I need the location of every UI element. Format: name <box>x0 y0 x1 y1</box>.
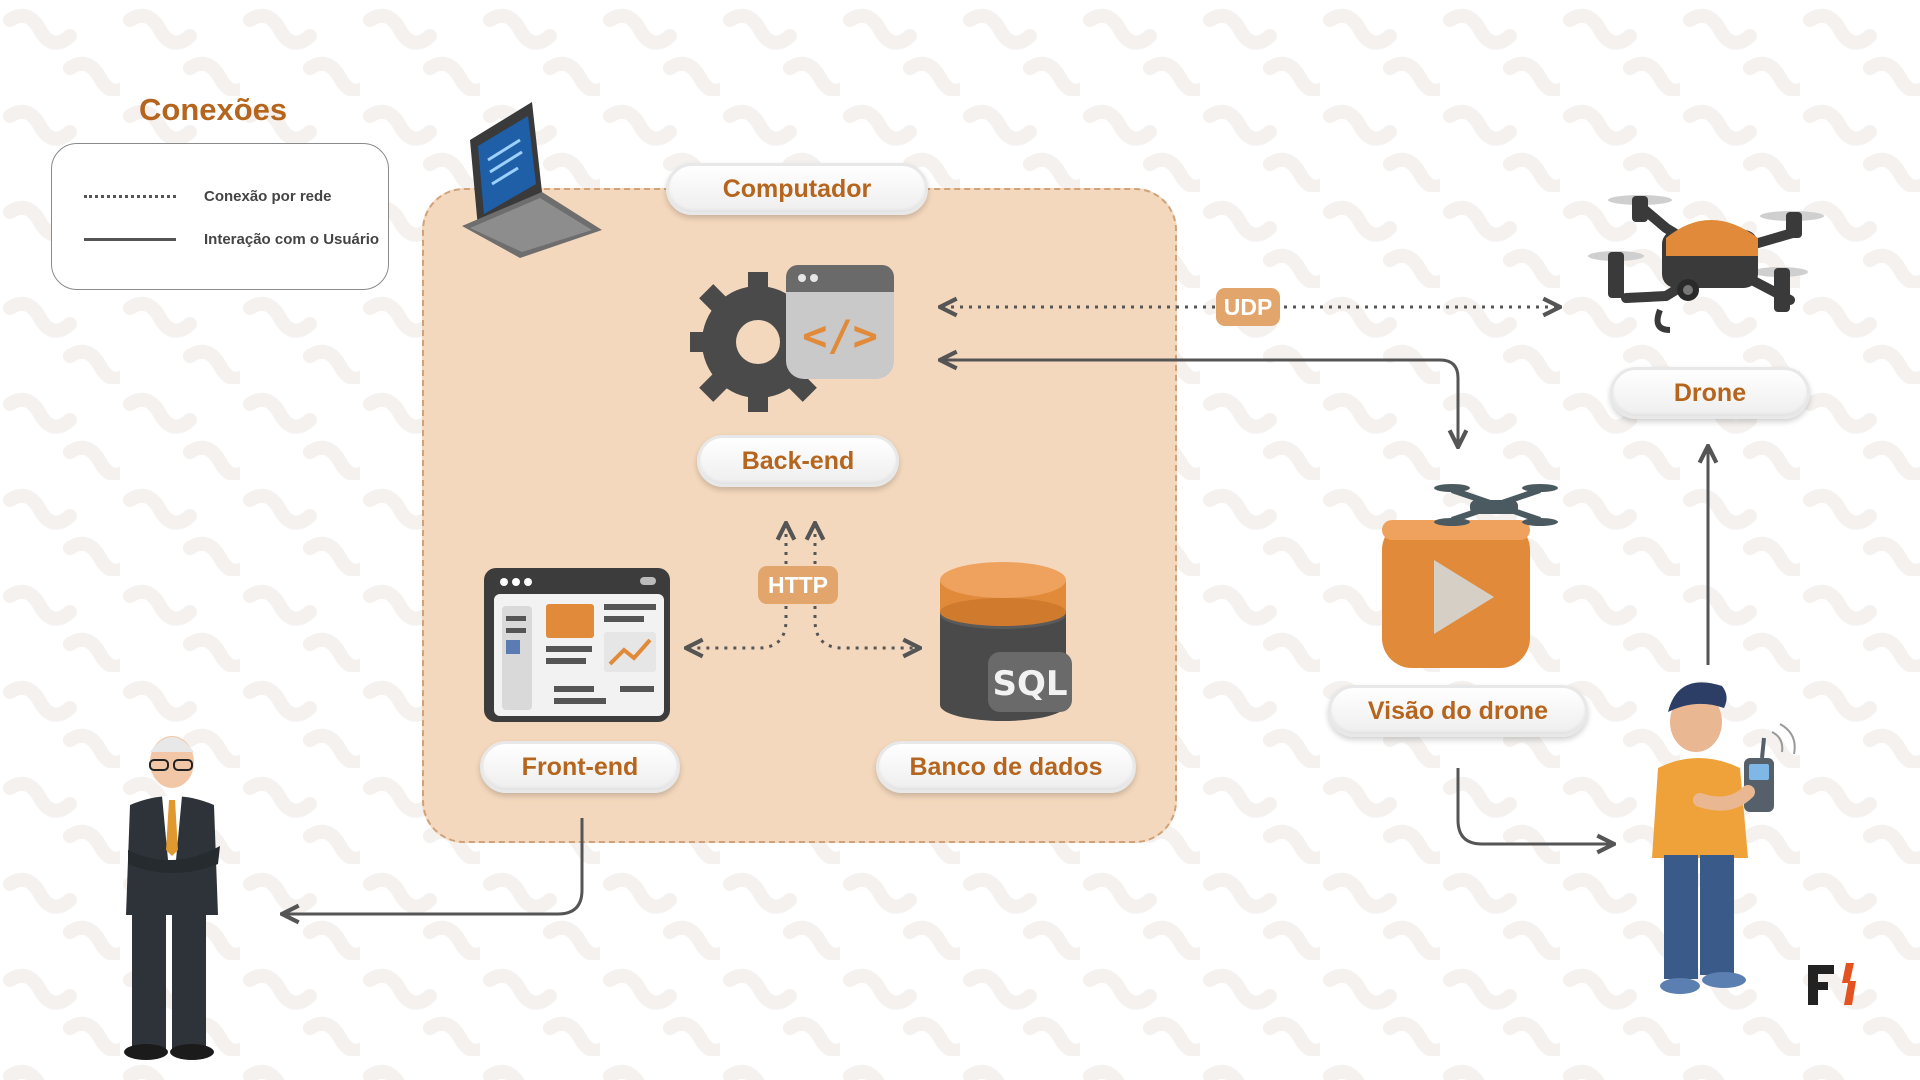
legend-item-user: Interação com o Usuário <box>84 231 379 248</box>
frontend-label: Front-end <box>480 741 680 793</box>
computer-label: Computador <box>666 163 928 215</box>
http-to-frontend <box>688 525 786 648</box>
http-tag: HTTP <box>758 566 838 604</box>
droneview-pilot-link <box>1456 768 1612 844</box>
drone-label: Drone <box>1610 367 1810 419</box>
gear-code-icon: </> <box>690 265 894 412</box>
drone-icon <box>1588 195 1824 333</box>
udp-tag: UDP <box>1216 288 1280 326</box>
pilot-icon <box>1652 682 1796 994</box>
legend-item-network: Conexão por rede <box>84 188 332 205</box>
logo-icon <box>1808 963 1856 1005</box>
backend-droneview-link <box>942 360 1458 445</box>
code-symbol: </> <box>802 311 878 360</box>
dotted-line-sample <box>84 195 176 198</box>
drone-view-label: Visão do drone <box>1328 685 1588 737</box>
legend-box: Conexão por rede Interação com o Usuário <box>51 143 389 290</box>
laptop-icon <box>462 102 602 258</box>
database-icon: SQL <box>940 562 1072 721</box>
sql-label: SQL <box>992 664 1067 704</box>
legend-label-network: Conexão por rede <box>204 188 332 205</box>
browser-icon <box>484 568 670 722</box>
http-to-database <box>815 525 918 648</box>
database-label: Banco de dados <box>876 741 1136 793</box>
backend-label: Back-end <box>697 435 899 487</box>
solid-line-sample <box>84 238 176 241</box>
legend-label-user: Interação com o Usuário <box>204 231 380 248</box>
legend-title: Conexões <box>139 92 288 127</box>
video-play-icon <box>1382 484 1558 668</box>
businessman-icon <box>124 736 220 1060</box>
frontend-user-link <box>284 818 584 914</box>
